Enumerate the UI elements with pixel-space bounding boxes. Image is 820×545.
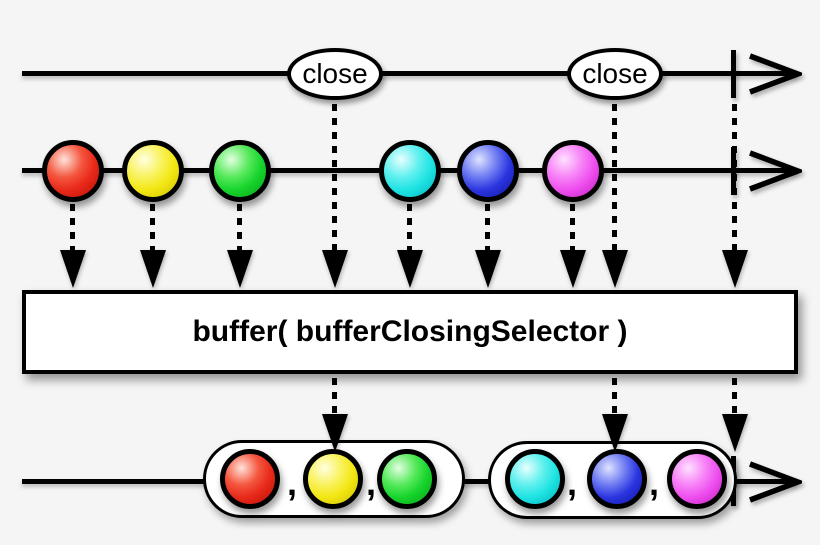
closing-timeline-line (22, 71, 797, 76)
dashed-line-marble-magenta (570, 204, 575, 250)
arrowhead-down-icon (397, 250, 423, 288)
buffer2-marble-magenta (667, 449, 727, 509)
marble-red (42, 140, 104, 202)
dashed-line-marble-green (237, 204, 242, 250)
operator-box: buffer( bufferClosingSelector ) (22, 290, 798, 374)
buffer1-marble-green (377, 449, 437, 509)
closing-timeline-arrowhead-icon (749, 53, 802, 95)
dashed-line-close-2 (612, 104, 617, 250)
dashed-line-close-1 (332, 104, 337, 250)
arrowhead-down-icon (602, 414, 628, 452)
dashed-line-marble-blue (485, 204, 490, 250)
buffer1-separator-1: , (286, 462, 297, 503)
dashed-line-output-complete (732, 378, 737, 414)
arrowhead-down-icon (722, 250, 748, 288)
arrowhead-down-icon (475, 250, 501, 288)
source-timeline-arrowhead-icon (749, 150, 802, 192)
closing-timeline-complete-tick (731, 50, 736, 98)
buffer2-marble-cyan (505, 449, 565, 509)
dashed-line-buffer-1-emit (332, 378, 337, 414)
marble-magenta (542, 140, 604, 202)
arrowhead-down-icon (722, 414, 748, 452)
arrowhead-down-icon (322, 414, 348, 452)
close-event-1: close (287, 48, 383, 100)
marble-yellow (122, 140, 184, 202)
close-event-1-label: close (302, 58, 368, 89)
dashed-line-marble-red (70, 204, 75, 250)
dashed-line-marble-yellow (150, 204, 155, 250)
marble-cyan (379, 140, 441, 202)
arrowhead-down-icon (140, 250, 166, 288)
close-event-2-label: close (582, 58, 648, 89)
buffer1-separator-2: , (365, 462, 376, 503)
buffer2-separator-2: , (648, 462, 659, 503)
source-timeline-complete-tick (731, 147, 736, 195)
dashed-line-buffer-2-emit (612, 378, 617, 414)
buffer1-marble-yellow (303, 449, 363, 509)
buffer2-separator-1: , (566, 462, 577, 503)
close-event-2: close (567, 48, 663, 100)
marble-green (209, 140, 271, 202)
arrowhead-down-icon (322, 250, 348, 288)
buffer2-marble-blue (587, 449, 647, 509)
marble-blue (457, 140, 519, 202)
operator-label: buffer( bufferClosingSelector ) (192, 315, 628, 348)
arrowhead-down-icon (227, 250, 253, 288)
dashed-line-marble-cyan (407, 204, 412, 250)
arrowhead-down-icon (560, 250, 586, 288)
output-timeline-arrowhead-icon (749, 461, 802, 503)
arrowhead-down-icon (60, 250, 86, 288)
arrowhead-down-icon (602, 250, 628, 288)
buffer1-marble-red (220, 449, 280, 509)
